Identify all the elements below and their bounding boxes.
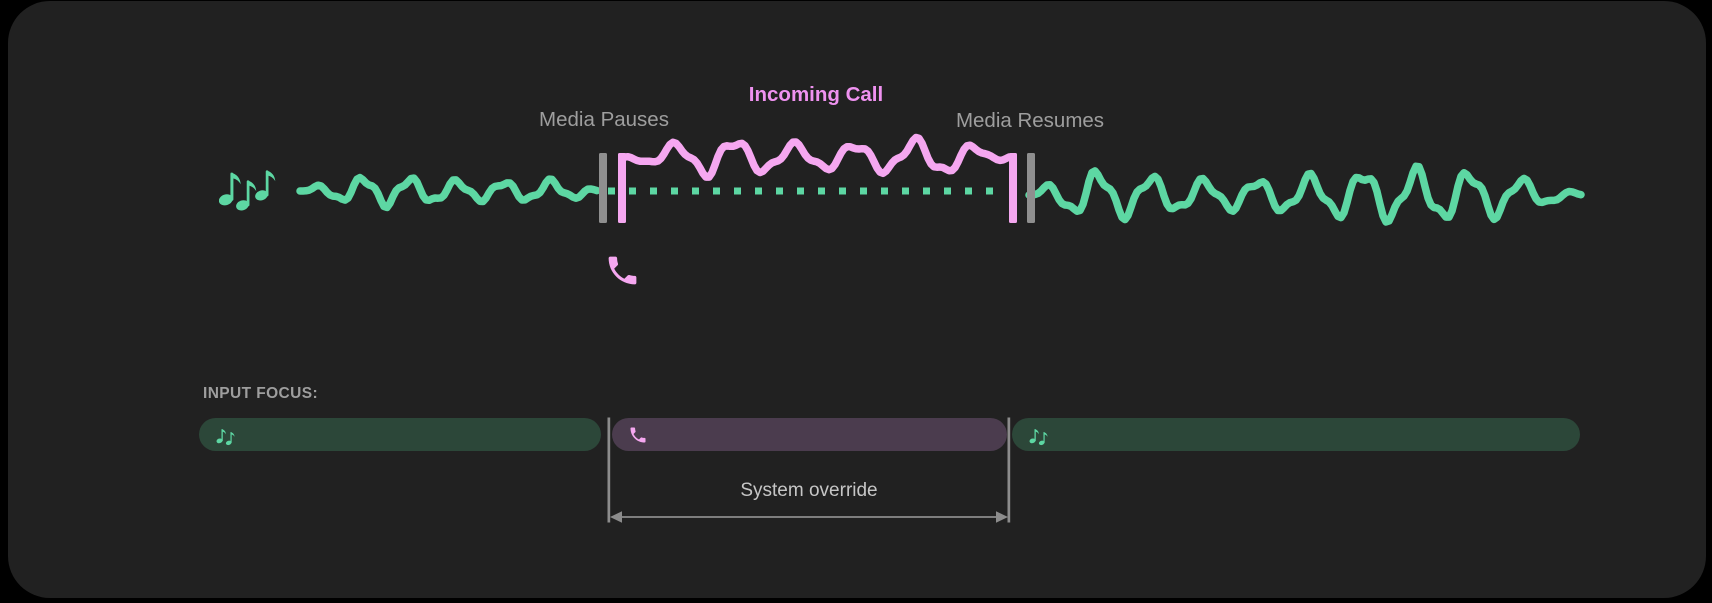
diagram-graphics xyxy=(296,133,1585,523)
music-notes-icon xyxy=(1029,428,1048,445)
media-waveform-before xyxy=(296,173,601,212)
incoming-call-label: Incoming Call xyxy=(748,83,884,106)
media-resumes-label: Media Resumes xyxy=(955,109,1105,132)
bracket-left-line xyxy=(607,417,611,523)
media-pause-marker-bar xyxy=(599,153,607,223)
focus-track-media-before xyxy=(199,418,601,451)
music-notes-icon xyxy=(216,428,235,445)
media-waveform-after xyxy=(1025,162,1585,226)
media-resume-marker-bar xyxy=(1027,153,1035,223)
incoming-call-waveform xyxy=(621,133,1013,181)
arrow-left-head xyxy=(610,511,622,523)
media-pauses-label: Media Pauses xyxy=(539,108,669,131)
system-override-label: System override xyxy=(740,480,878,501)
call-end-marker-bar xyxy=(1009,153,1017,223)
phone-icon xyxy=(608,256,637,285)
focus-track-call-override xyxy=(612,418,1007,451)
music-notes-icon xyxy=(219,170,276,211)
phone-icon xyxy=(630,427,646,442)
input-focus-heading: INPUT FOCUS: xyxy=(203,385,319,402)
system-override-bracket xyxy=(607,417,1011,523)
focus-track-media-after xyxy=(1012,418,1580,451)
arrow-right-head xyxy=(996,511,1008,523)
call-start-marker-bar xyxy=(618,153,626,223)
diagram-card: Media Pauses Incoming Call Media Resumes… xyxy=(8,1,1706,598)
bracket-right-line xyxy=(1007,417,1011,523)
